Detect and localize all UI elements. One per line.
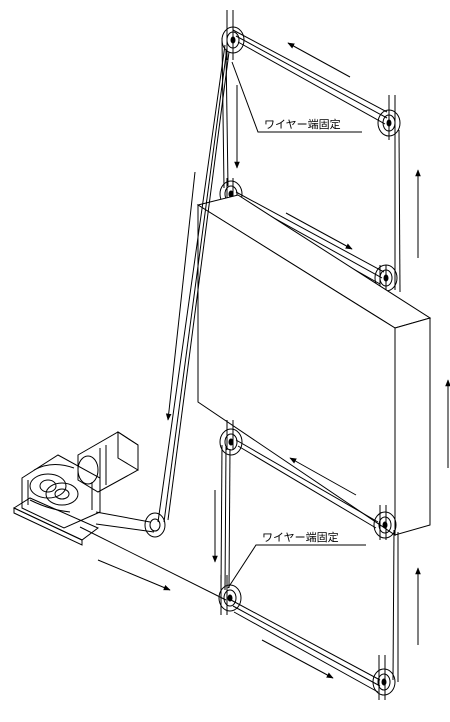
callout-leaders — [227, 61, 366, 589]
tension-pulley — [144, 512, 166, 538]
pulley-lower-right-bottom — [372, 668, 396, 696]
pulley-upper-left-top — [221, 26, 245, 54]
panel-box — [196, 194, 432, 536]
winch-motor — [12, 431, 139, 546]
pulley-lower-left-top — [219, 428, 243, 456]
motion-arrows — [97, 42, 450, 679]
lower-wire-frame — [220, 420, 399, 700]
label-wire-end-fixed-bottom: ワイヤー端固定 — [262, 530, 339, 544]
pulley-lower-left-bottom — [218, 584, 242, 612]
label-wire-end-fixed-top: ワイヤー端固定 — [264, 117, 341, 131]
pulley-upper-right-top — [377, 109, 401, 137]
drive-wires — [79, 44, 230, 601]
pulley-lower-right-top — [373, 511, 397, 539]
